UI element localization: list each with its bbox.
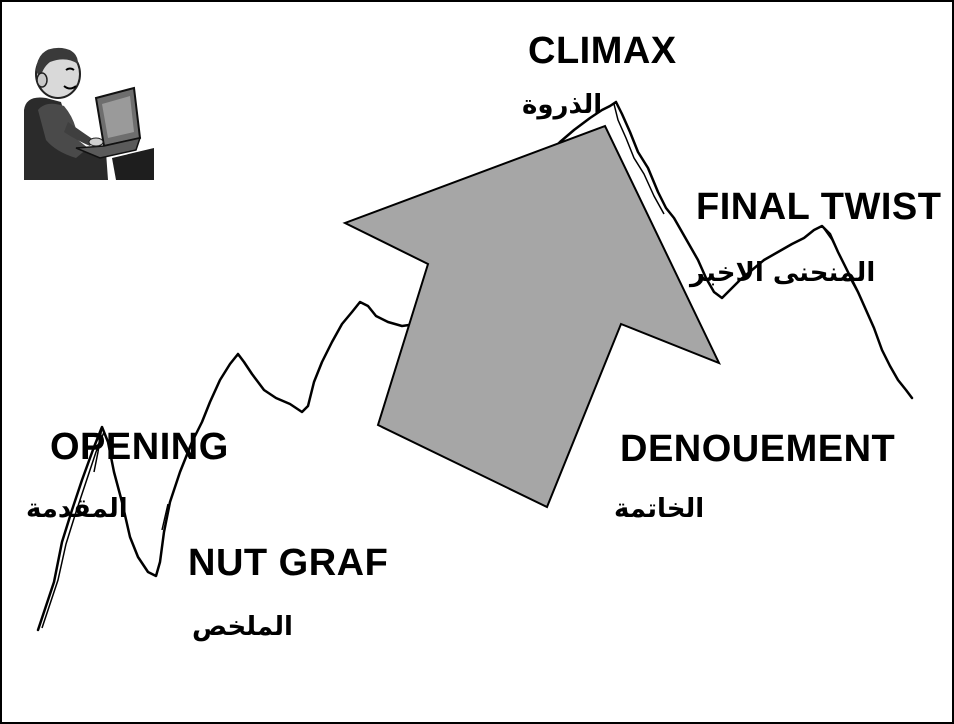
final-twist-label: FINAL TWIST	[696, 186, 942, 228]
final-twist-label-arabic: المنحنى الاخير	[690, 258, 876, 288]
big-up-arrow	[342, 124, 722, 509]
nut-graf-label: NUT GRAF	[188, 542, 389, 584]
climax-label: CLIMAX	[528, 30, 677, 72]
story-arc-line-shadow	[41, 103, 863, 629]
opening-label: OPENING	[50, 426, 229, 468]
opening-label-arabic: المقدمة	[26, 494, 128, 524]
writer-at-laptop-clipart	[24, 47, 154, 180]
climax-label-arabic: الذروة	[522, 90, 603, 120]
nut-graf-label-arabic: الملخص	[192, 612, 293, 642]
denouement-label-arabic: الخاتمة	[614, 494, 705, 524]
denouement-label: DENOUEMENT	[620, 428, 896, 470]
